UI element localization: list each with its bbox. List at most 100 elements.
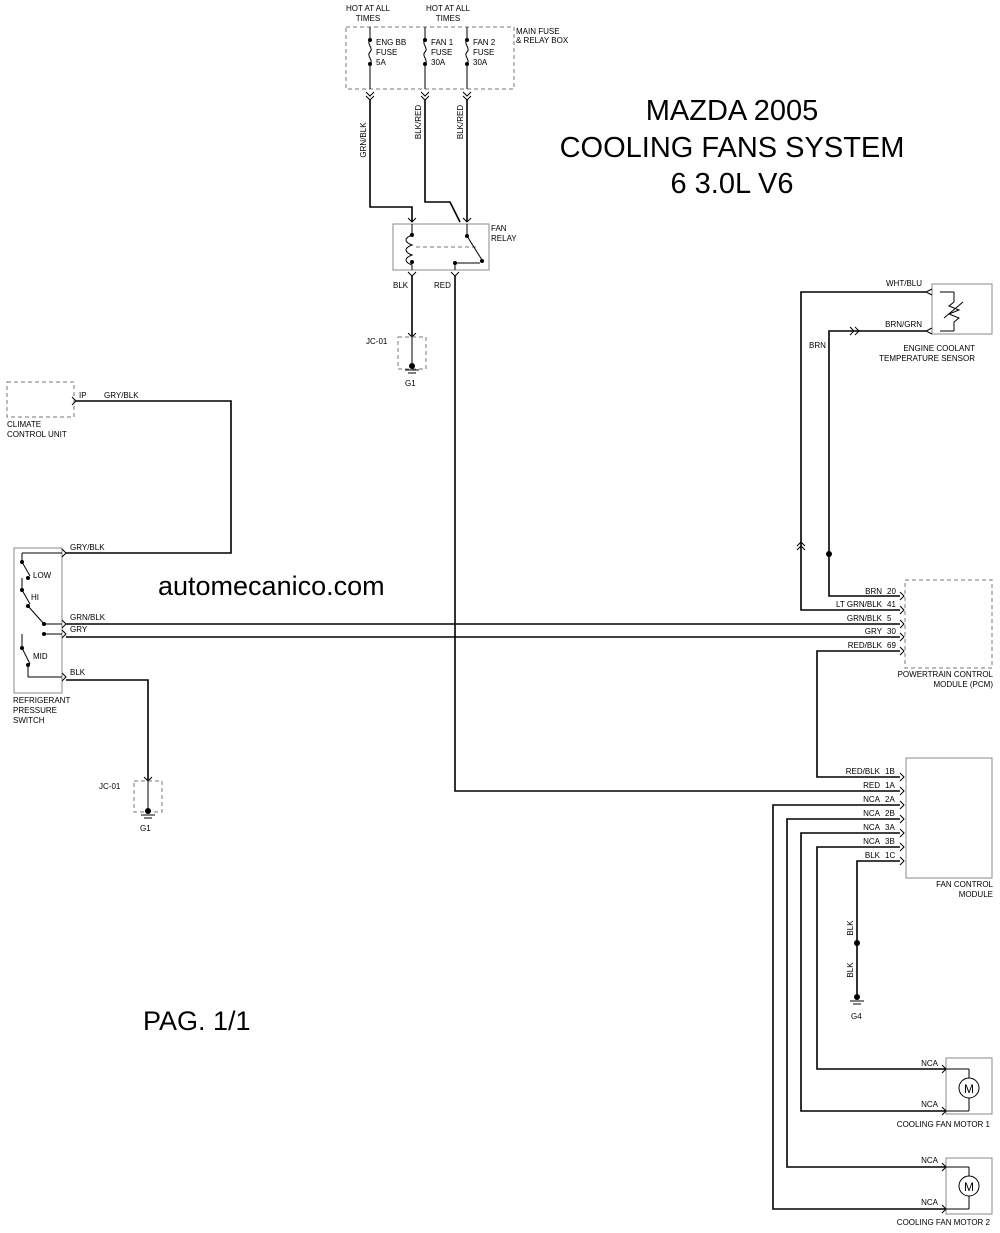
watermark-text: automecanico.com	[158, 571, 385, 601]
pcm-wire-brn: BRN	[865, 587, 882, 596]
ground-label-g1: G1	[140, 824, 151, 833]
climate-control-label: CLIMATE	[7, 420, 41, 429]
ground-label-g1: G1	[405, 379, 416, 388]
hot-at-all-times-label-2b: TIMES	[436, 14, 460, 23]
wire-switch-blk	[66, 679, 149, 780]
connector-chevron	[365, 91, 375, 101]
fcm-pin-1b: 1B	[885, 767, 895, 776]
fuse-fan2-type: FUSE	[473, 48, 494, 57]
fuse-eng-bb-symbol	[368, 39, 372, 65]
title-make-year: MAZDA 2005	[646, 95, 818, 127]
switch-hi-contact	[21, 589, 31, 605]
fcm-wire-nca-2b: NCA	[863, 809, 881, 818]
wire-label-switch-gry-blk: GRY/BLK	[70, 543, 105, 552]
fcm-pin-2a: 2A	[885, 795, 895, 804]
switch-mid-contact	[21, 647, 31, 665]
fcm-pin-3a: 3A	[885, 823, 895, 832]
main-fuse-relay-box: HOT AT ALL TIMES HOT AT ALL TIMES MAIN F…	[345, 4, 569, 90]
connector-chevron	[462, 91, 472, 101]
pcm-label: POWERTRAIN CONTROL	[898, 670, 994, 679]
fan-control-module: RED/BLK 1B RED 1A NCA 2A NCA 2B NCA 3A N…	[846, 757, 994, 899]
refrigerant-pressure-switch: LOW HI MID REFRIGERANT PRESSURE SWITCH	[13, 547, 70, 725]
switch-low-label: LOW	[33, 571, 52, 580]
wire-brn-grn	[828, 330, 926, 597]
title-engine: 6 3.0L V6	[670, 168, 793, 200]
powertrain-control-module: BRN 20 LT GRN/BLK 41 GRN/BLK 5 GRY 30 RE…	[836, 579, 994, 689]
wire-label-blk-red-1: BLK/RED	[414, 105, 423, 139]
pcm-pin-69: 69	[887, 641, 896, 650]
wire-nca-2b-motor2	[786, 818, 946, 1168]
junction-label-jc-01: JC-01	[99, 782, 121, 791]
motor-1-label: COOLING FAN MOTOR 1	[897, 1120, 991, 1129]
wire-climate-gry-blk	[66, 400, 232, 554]
fuse-box-label-2: & RELAY BOX	[516, 36, 569, 45]
wire-label-relay-blk: BLK	[393, 281, 409, 290]
pcm-pin-41: 41	[887, 600, 896, 609]
cooling-fan-motor-1: M NCA NCA COOLING FAN MOTOR 1	[897, 1057, 993, 1129]
motor-2-wire-bottom: NCA	[921, 1198, 939, 1207]
switch-mid-label: MID	[33, 652, 48, 661]
motor-2-box	[945, 1157, 993, 1215]
fcm-wire-blk: BLK	[865, 851, 881, 860]
fuse-fan1-symbol	[423, 39, 427, 65]
connector-chevron	[462, 217, 472, 223]
fan-relay-label-2: RELAY	[491, 234, 517, 243]
wire-red-blk-pcm-to-fcm	[816, 650, 900, 778]
switch-low-contact	[21, 561, 31, 577]
ground-junction-top: JC-01 G1	[366, 332, 427, 388]
climate-control-label-2: CONTROL UNIT	[7, 430, 67, 439]
fcm-wire-red: RED	[863, 781, 880, 790]
fcm-label: FAN CONTROL	[936, 880, 993, 889]
wire-label-grn-blk: GRN/BLK	[359, 122, 368, 158]
climate-pin-ip: IP	[79, 391, 87, 400]
wire-wht-blu	[800, 291, 926, 611]
wire-label-blk-red-2: BLK/RED	[456, 105, 465, 139]
motor-2-wire-top: NCA	[921, 1156, 939, 1165]
wire-relay-red	[454, 276, 900, 792]
fuse-fan2-rating: 30A	[473, 58, 488, 67]
fuse-fan2-symbol	[465, 39, 469, 65]
fcm-pin-1a: 1A	[885, 781, 895, 790]
fan-relay: FAN RELAY	[392, 217, 517, 271]
connector-chevron	[450, 271, 460, 277]
pressure-switch-label-3: SWITCH	[13, 716, 45, 725]
wire-nca-2a-motor2	[772, 804, 946, 1210]
wire-label-switch-grn-blk: GRN/BLK	[70, 613, 106, 622]
fcm-wire-nca-3a: NCA	[863, 823, 881, 832]
motor-2-label: COOLING FAN MOTOR 2	[897, 1218, 991, 1227]
motor-1-wire-top: NCA	[921, 1059, 939, 1068]
pcm-pin-30: 30	[887, 627, 896, 636]
connector-chevron	[420, 91, 430, 101]
engine-coolant-temperature-sensor: ENGINE COOLANT TEMPERATURE SENSOR	[879, 283, 993, 363]
climate-control-unit: CLIMATE CONTROL UNIT IP	[6, 381, 87, 439]
page-label: PAG. 1/1	[143, 1006, 251, 1036]
wire-grn-blk	[369, 100, 413, 222]
motor-2-symbol-letter: M	[964, 1180, 974, 1194]
fan-relay-label: FAN	[491, 224, 507, 233]
ground-junction-bottom: JC-01 G1	[99, 776, 163, 833]
pcm-wire-grn-blk: GRN/BLK	[847, 614, 883, 623]
fcm-wire-nca-2a: NCA	[863, 795, 881, 804]
wire-blk-red-1	[424, 100, 461, 223]
pcm-pin-20: 20	[887, 587, 896, 596]
wire-blk-to-g4	[856, 860, 900, 995]
fcm-pin-1c: 1C	[885, 851, 895, 860]
motor-1-wire-bottom: NCA	[921, 1100, 939, 1109]
hot-at-all-times-label-1b: TIMES	[356, 14, 380, 23]
wire-label-brn-grn: BRN/GRN	[885, 320, 922, 329]
motor-1-box	[945, 1057, 993, 1115]
wire-label-g4-blk-1: BLK	[846, 920, 855, 936]
fuse-fan1-type: FUSE	[431, 48, 452, 57]
cooling-fan-motor-2: M NCA NCA COOLING FAN MOTOR 2	[897, 1156, 993, 1227]
fuse-fan1-name: FAN 1	[431, 38, 454, 47]
ground-label-g4: G4	[851, 1012, 862, 1021]
motor-1-symbol-letter: M	[964, 1082, 974, 1096]
junction-label-jc-01: JC-01	[366, 337, 388, 346]
connector-chevron	[796, 541, 806, 551]
pressure-switch-box	[13, 547, 63, 694]
pressure-switch-label-2: PRESSURE	[13, 706, 57, 715]
fuse-fan1-rating: 30A	[431, 58, 446, 67]
pressure-switch-label: REFRIGERANT	[13, 696, 70, 705]
wire-label-relay-red: RED	[434, 281, 451, 290]
